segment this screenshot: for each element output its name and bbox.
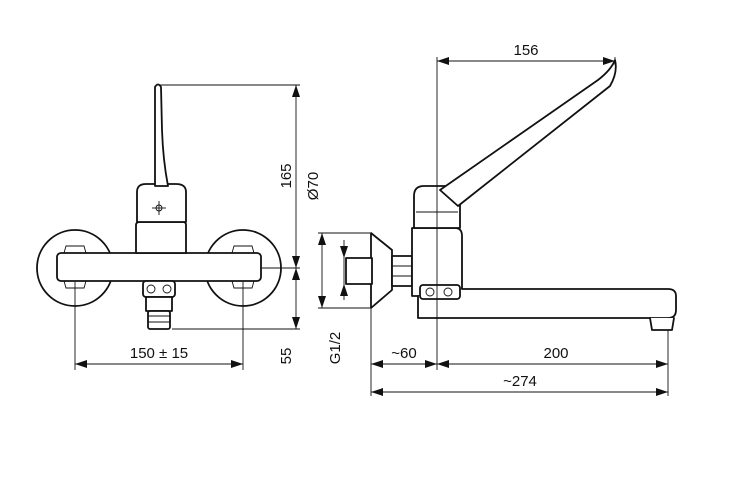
mixer-body [56,252,262,282]
collar-detail-2 [443,287,453,297]
label-156: 156 [513,42,538,59]
screw-cap-icon [155,204,163,212]
arrow-165-top [292,85,300,97]
arrow-274-right [656,388,668,396]
label-dia70: Ø70 [305,172,322,200]
label-150: 150 ± 15 [130,345,188,362]
aerator-tip [147,310,171,330]
spout-outlet [649,317,675,331]
aerator [145,296,173,312]
cartridge-housing [135,221,187,254]
arrow-55-bottom [292,317,300,329]
front-view: 165 55 150 ± 15 [36,83,300,370]
label-60: ~60 [391,345,416,362]
side-view: 156 Ø70 G1/2 ~60 200 ~274 [305,42,677,396]
spout [417,288,677,319]
wall-pipe [345,257,373,285]
arrow-dia-bottom [318,296,326,308]
label-g12: G1/2 [327,332,344,365]
left-nut-top [63,245,87,254]
arrow-150-left [75,360,87,368]
arrow-thread-top [340,246,348,258]
connection-nut [391,255,413,287]
arrow-thread-bottom [340,284,348,296]
nut-detail-left [146,284,156,294]
label-274: ~274 [503,373,537,390]
rosette-profile [370,232,393,309]
arrow-60-right [425,360,437,368]
arrow-dia-top [318,233,326,245]
arrow-60-left [371,360,383,368]
label-200: 200 [543,345,568,362]
arrow-165-bottom [292,256,300,268]
collar-detail-1 [425,287,435,297]
arrow-200-left [437,360,449,368]
arrow-55-top [292,268,300,280]
label-165: 165 [278,163,295,188]
arrow-274-left [371,388,383,396]
right-nut-top [231,245,255,254]
nut-detail-right [162,284,172,294]
lever-base [136,183,187,223]
arrow-156-right [603,57,615,65]
lever-arm-side [439,59,617,207]
arrow-200-right [656,360,668,368]
label-55: 55 [278,348,295,365]
arrow-150-right [231,360,243,368]
lever-handle [154,83,169,187]
arrow-156-left [437,57,449,65]
outlet-nut [142,280,176,298]
